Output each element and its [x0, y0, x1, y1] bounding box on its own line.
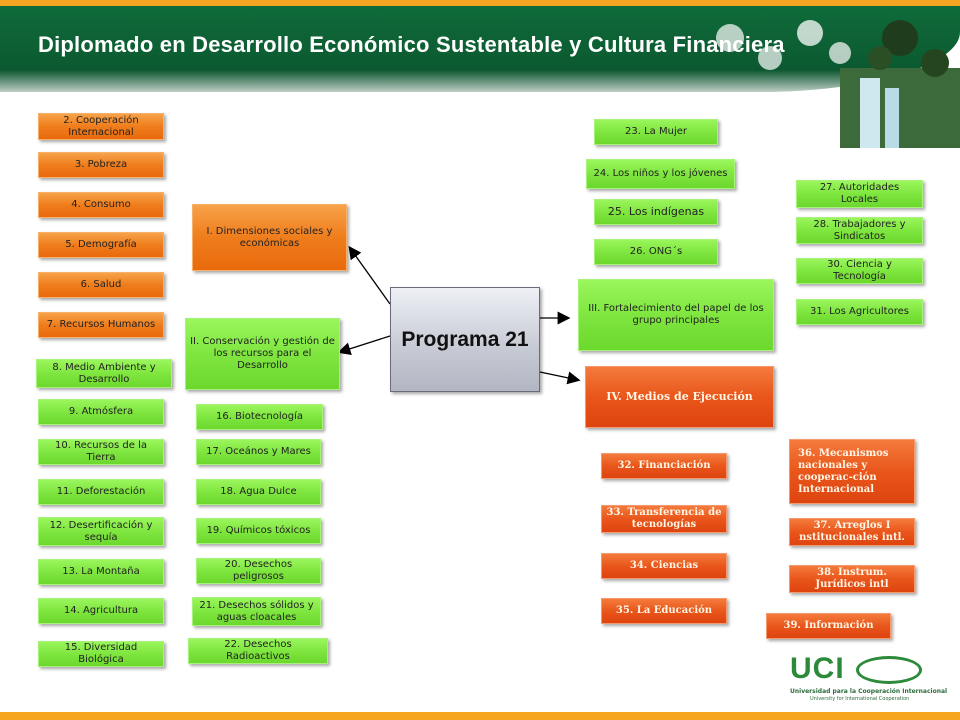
left-item: 5. Demografía — [38, 232, 164, 258]
left-item: 2. Cooperación Internacional — [38, 113, 164, 140]
left-item: 7. Recursos Humanos — [38, 312, 164, 338]
left-item: 10. Recursos de la Tierra — [38, 439, 164, 465]
waterfall-leaves-image — [716, 20, 960, 148]
means-item: 33. Transferencia de tecnologías — [601, 505, 727, 533]
group-item: 23. La Mujer — [594, 119, 718, 145]
header-fade — [0, 70, 960, 100]
top-accent-bar — [0, 0, 960, 6]
mid-item: 21. Desechos sólidos y aguas cloacales — [192, 597, 321, 626]
means-right-item: 36. Mecanismos nacionales y cooperac-ció… — [789, 439, 915, 504]
page-title: Diplomado en Desarrollo Económico Susten… — [38, 32, 785, 57]
center-node-programa-21: Programa 21 — [390, 287, 540, 392]
means-right-item: 38. Instrum. Jurídicos intl — [789, 565, 915, 593]
group-item: 25. Los indígenas — [594, 199, 718, 225]
left-item: 13. La Montaña — [38, 559, 164, 585]
logo-line1: Universidad para la Cooperación Internac… — [790, 688, 948, 695]
mid-item: 22. Desechos Radioactivos — [188, 638, 328, 664]
left-item: 9. Atmósfera — [38, 399, 164, 425]
section-iv: IV. Medios de Ejecución — [585, 366, 774, 428]
mid-item: 17. Oceános y Mares — [196, 439, 321, 465]
left-item: 3. Pobreza — [38, 152, 164, 178]
mid-item: 20. Desechos peligrosos — [196, 558, 321, 584]
left-item: 14. Agricultura — [38, 598, 164, 624]
arrow-to-section-iv — [539, 371, 581, 385]
group-item: 26. ONG´s — [594, 239, 718, 265]
right-item: 28. Trabajadores y Sindicatos — [796, 217, 923, 244]
section-iii: III. Fortalecimiento del papel de los gr… — [578, 279, 774, 351]
uci-logo: UCI Universidad para la Cooperación Inte… — [790, 652, 947, 706]
left-item: 15. Diversidad Biológica — [38, 641, 164, 667]
right-item: 31. Los Agricultores — [796, 299, 923, 325]
arrow-to-section-ii — [337, 335, 391, 356]
means-item: 32. Financiación — [601, 453, 727, 479]
mid-item: 19. Químicos tóxicos — [196, 518, 321, 544]
left-item: 11. Deforestación — [38, 479, 164, 505]
left-item: 6. Salud — [38, 272, 164, 298]
left-item: 4. Consumo — [38, 192, 164, 218]
section-ii: II. Conservación y gestión de los recurs… — [185, 318, 340, 390]
bottom-accent-bar — [0, 712, 960, 720]
section-i: I. Dimensiones sociales y económicas — [192, 204, 347, 271]
mid-item: 16. Biotecnología — [196, 404, 323, 430]
means-right-item: 37. Arreglos I nstitucionales intl. — [789, 518, 915, 546]
means-item: 35. La Educación — [601, 598, 727, 624]
left-item: 8. Medio Ambiente y Desarrollo — [36, 359, 172, 388]
means-item: 34. Ciencias — [601, 553, 727, 579]
globe-icon — [856, 656, 922, 684]
logo-name: UCI — [790, 652, 845, 685]
arrow-to-section-i — [348, 245, 391, 305]
left-item: 12. Desertificación y sequía — [38, 517, 164, 546]
logo-line2: University for International Cooperation — [810, 696, 910, 702]
right-item: 30. Ciencia y Tecnología — [796, 258, 923, 284]
group-item: 24. Los niños y los jóvenes — [586, 159, 735, 189]
right-item: 27. Autoridades Locales — [796, 180, 923, 208]
means-right-item: 39. Información — [766, 613, 891, 639]
mid-item: 18. Agua Dulce — [196, 479, 321, 505]
